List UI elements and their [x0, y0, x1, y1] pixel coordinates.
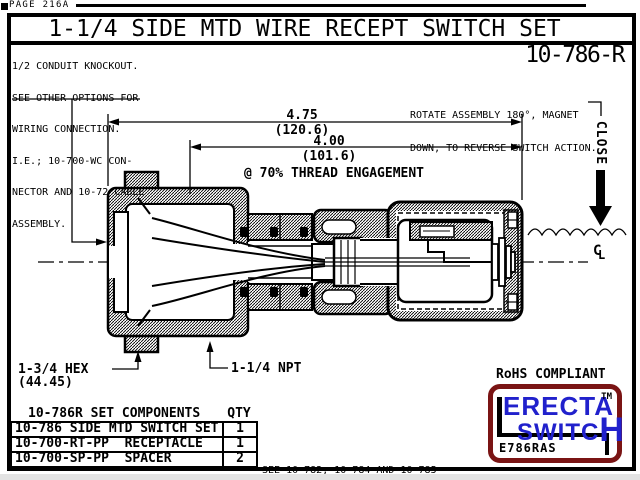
- page-label: PAGE 216A: [9, 0, 70, 10]
- table-title: 10-786R SET COMPONENTS: [28, 406, 201, 421]
- dim-overall-inches: 4.75: [286, 108, 318, 123]
- water-line: [527, 228, 627, 237]
- qty-header: QTY: [227, 406, 251, 421]
- keyway-slot-bottom: [321, 289, 357, 305]
- components-table-header: 10-786R SET COMPONENTS QTY: [10, 407, 258, 421]
- conduit-knockout-note: 1/2 CONDUIT KNOCKOUT. SEE OTHER OPTIONS …: [12, 61, 145, 230]
- page-title: 1-1/4 SIDE MTD WIRE RECEPT SWITCH SET: [48, 16, 561, 42]
- hex-dim-label: 1-3/4 HEX: [18, 362, 89, 377]
- logo-rule: [497, 433, 609, 437]
- dim-engaged-inches: 4.00: [313, 134, 345, 149]
- o-rings: [240, 227, 308, 297]
- knockout-hole: [109, 246, 116, 278]
- dimension-lines: [107, 114, 523, 200]
- top-rule: [76, 4, 586, 7]
- close-arrow: [589, 170, 612, 226]
- components-table: 10-786R SET COMPONENTS QTY 10-786 SIDE M…: [10, 407, 258, 468]
- scan-edge: [0, 474, 640, 480]
- npt-dim-label: 1-1/4 NPT: [231, 361, 302, 376]
- erecta-switch-logo: ERECTA TM SWITC H E786RAS: [488, 384, 624, 463]
- corner-mark: [1, 3, 8, 10]
- thread-engagement-note: @ 70% THREAD ENGAGEMENT: [244, 166, 425, 181]
- performance-note: SEE 10-782, 10-784 AND 10-785 FOR SWITCH…: [262, 465, 437, 476]
- logo-rule-step: [605, 433, 609, 455]
- close-direction-label: CLOSE: [593, 120, 608, 166]
- hex-dim-mm: (44.45): [18, 375, 73, 390]
- logo-switch-text: SWITC H: [517, 411, 624, 449]
- dim-engaged-mm: (101.6): [301, 149, 357, 164]
- rohs-compliant-label: RoHS COMPLIANT: [496, 367, 606, 382]
- logo-model-code: E786RAS: [499, 441, 557, 455]
- dim-overall-mm: (120.6): [274, 123, 330, 138]
- screws: [506, 211, 519, 311]
- table-row: 10-700-SP-PP SPACER 2: [12, 451, 256, 466]
- float-housing: [360, 200, 524, 322]
- logo-square-icon: [497, 397, 502, 437]
- leader-lines: [12, 98, 602, 370]
- lead-wires: [137, 197, 490, 327]
- title-bar: 1-1/4 SIDE MTD WIRE RECEPT SWITCH SET: [7, 13, 636, 45]
- table-row: 10-786 SIDE MTD SWITCH SET 1: [12, 422, 256, 436]
- table-row: 10-700-RT-PP RECEPTACLE 1: [12, 436, 256, 451]
- rotate-assembly-note: ROTATE ASSEMBLY 180°, MAGNET DOWN, TO RE…: [410, 110, 597, 154]
- logo-erecta-text: ERECTA: [503, 391, 614, 421]
- part-number: 10-786-R: [525, 42, 625, 68]
- keyway-slot-top: [321, 219, 357, 235]
- trademark-symbol: TM: [601, 392, 612, 402]
- terminal-stack: [491, 237, 516, 287]
- centerline-symbol: C L: [593, 243, 606, 262]
- components-table-body: 10-786 SIDE MTD SWITCH SET 1 10-700-RT-P…: [10, 421, 258, 468]
